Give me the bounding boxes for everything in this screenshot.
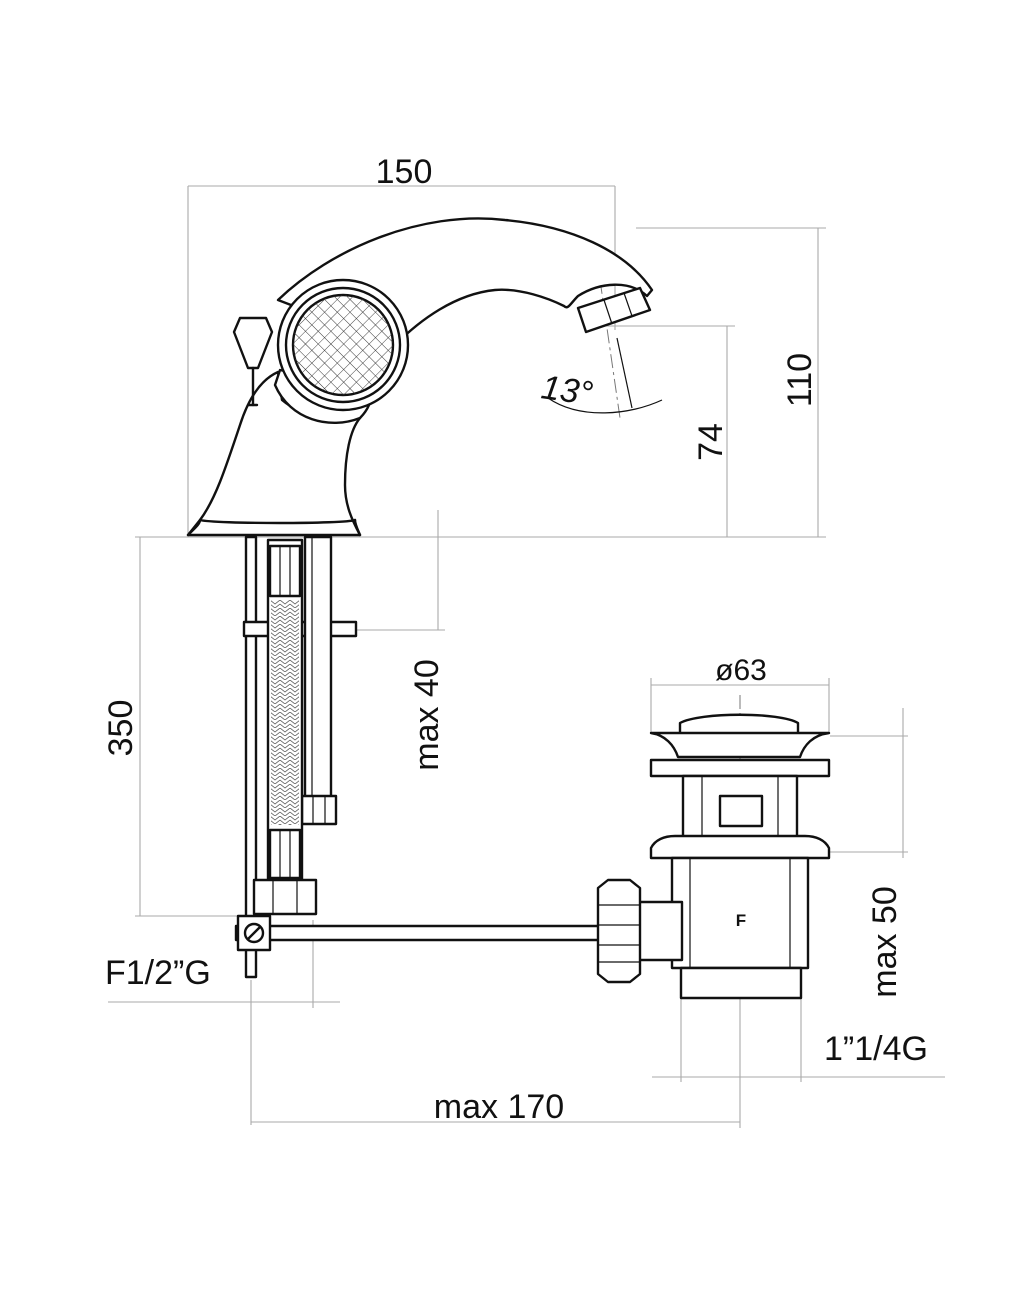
dimension-labels: 150 110 74 13° 350 max 40 ø63 max 50 F1/… [102, 153, 928, 1126]
angle-indicator [547, 337, 663, 414]
dim-angle-label: 13° [539, 368, 595, 413]
dim-max170-label: max 170 [434, 1088, 564, 1126]
dim-width-label: 150 [376, 153, 433, 191]
dim-rod-length-label: 350 [102, 700, 140, 757]
dim-thread-waste-label: 1”1/4G [824, 1030, 928, 1068]
dim-spout-height-label: 74 [692, 423, 730, 461]
dim-max40-label: max 40 [408, 659, 446, 771]
dimension-lines [108, 185, 945, 1128]
dim-max50-label: max 50 [866, 886, 904, 998]
dim-thread-supply-label: F1/2”G [105, 954, 211, 992]
mixer-body [186, 217, 654, 537]
supply-assembly [234, 535, 618, 979]
dim-height-total-label: 110 [781, 353, 819, 407]
waste-marking: F [736, 911, 746, 930]
popup-waste [596, 713, 831, 1000]
dim-diameter-label: ø63 [715, 654, 767, 687]
